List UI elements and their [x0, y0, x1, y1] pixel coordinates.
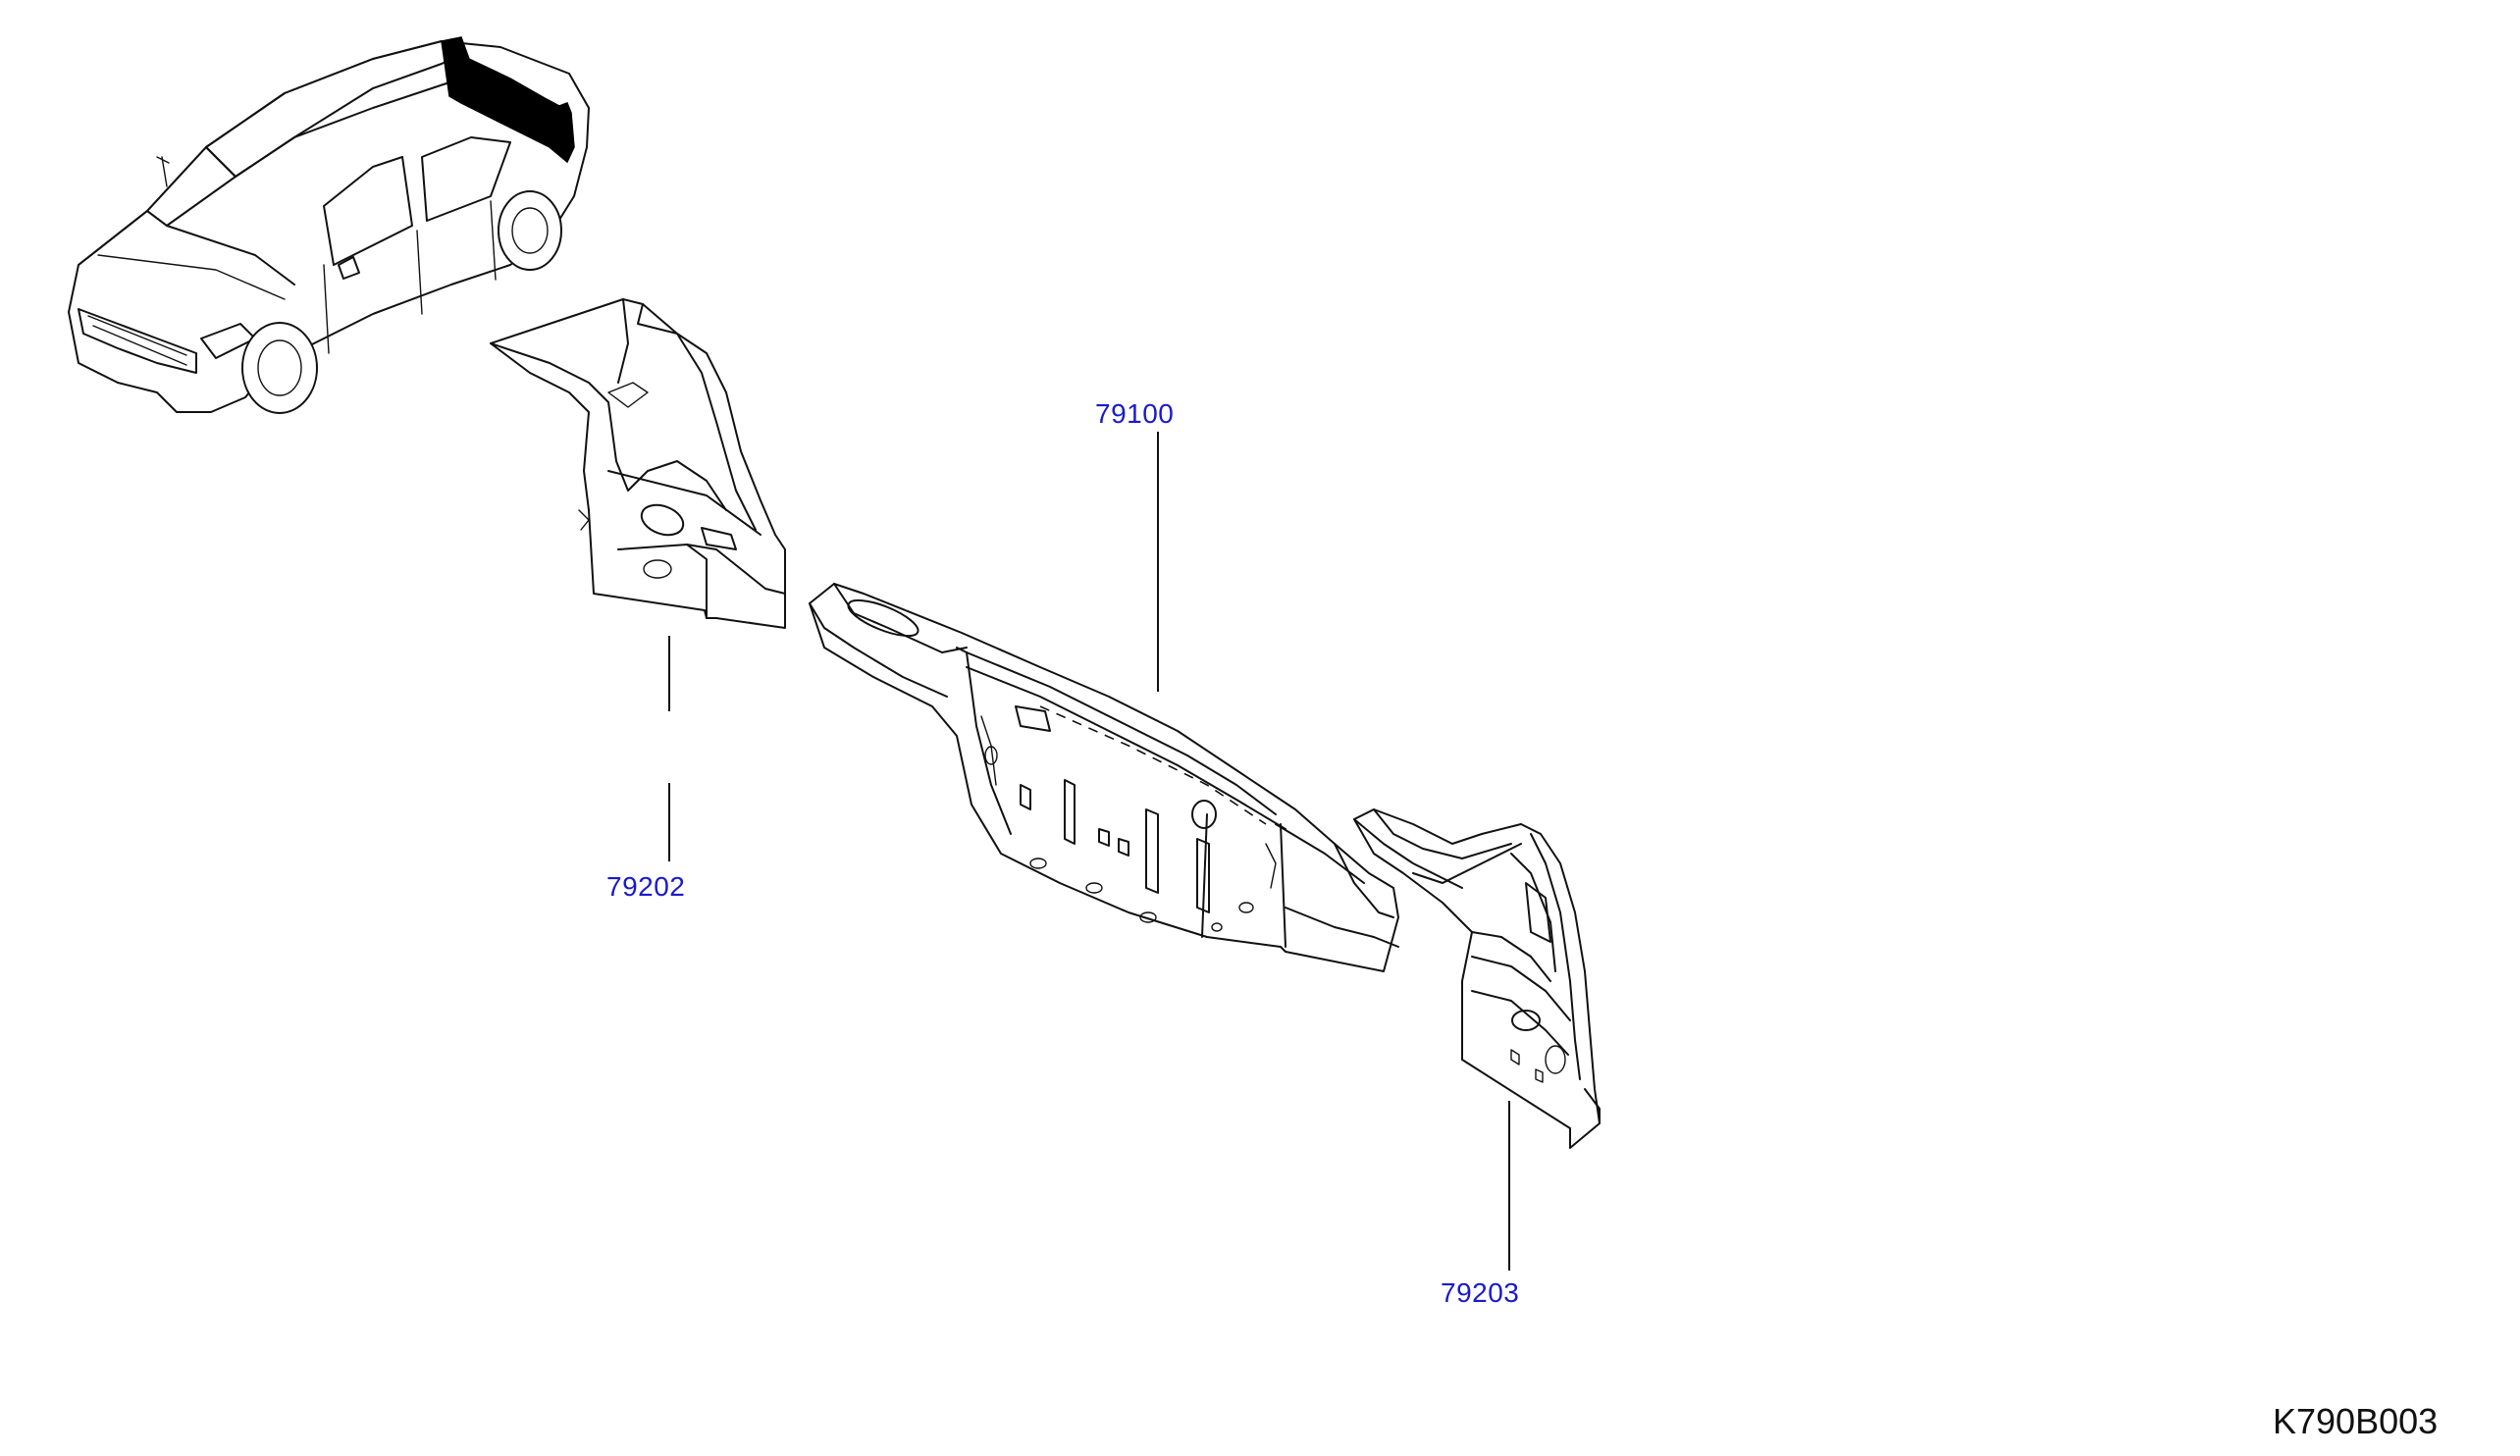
car-locator-illustration: [68, 36, 590, 414]
left-side-panel-illustration: [490, 298, 786, 629]
right-side-panel-illustration: [1353, 808, 1601, 1149]
diagram-code: K790B003: [2273, 1401, 2439, 1441]
part-number-79203[interactable]: 79203: [1441, 1277, 1520, 1308]
part-number-79100[interactable]: 79100: [1095, 398, 1175, 429]
rear-panel-assembly-illustration: [809, 583, 1399, 972]
part-number-79202[interactable]: 79202: [606, 871, 686, 902]
